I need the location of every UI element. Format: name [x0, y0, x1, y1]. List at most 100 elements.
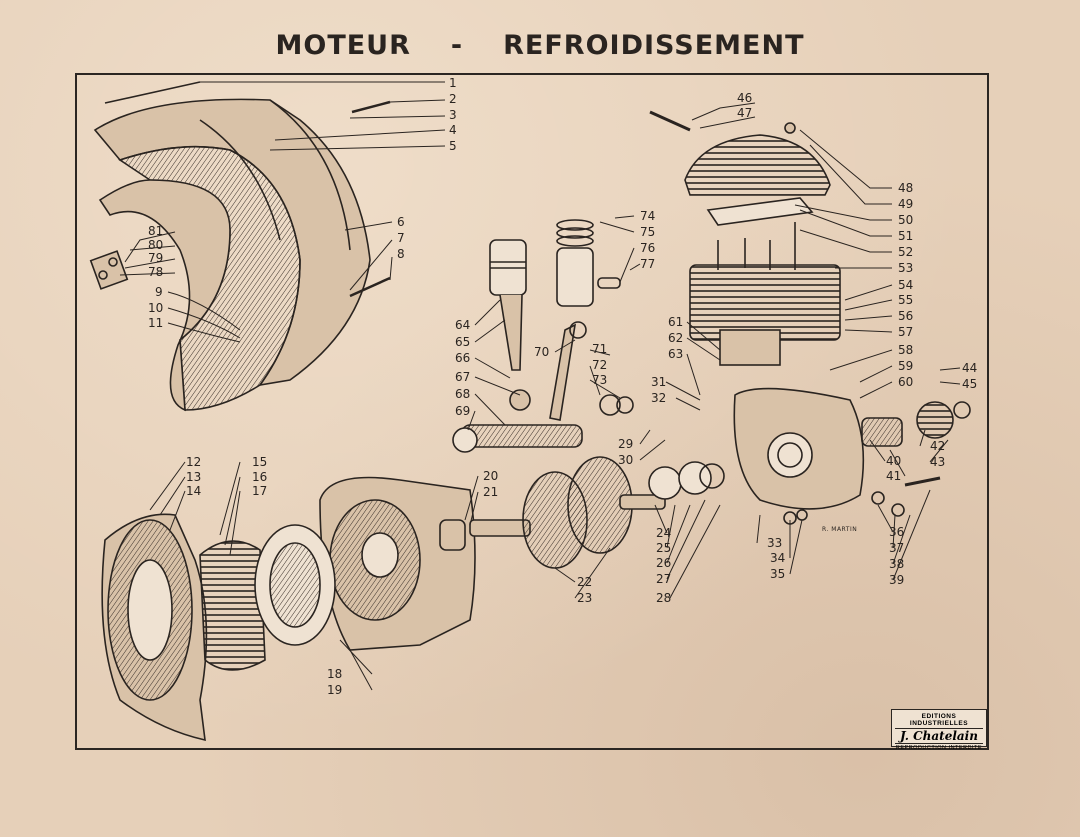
- callout-75: 75: [640, 225, 656, 239]
- callout-25: 25: [656, 541, 672, 555]
- callout-17: 17: [252, 484, 268, 498]
- callout-4: 4: [449, 123, 457, 137]
- callout-13: 13: [186, 470, 202, 484]
- callout-14: 14: [186, 484, 202, 498]
- callout-34: 34: [770, 551, 786, 565]
- callout-69: 69: [455, 404, 471, 418]
- callout-15: 15: [252, 455, 268, 469]
- callout-53: 53: [898, 261, 914, 275]
- callout-24: 24: [656, 526, 672, 540]
- callout-44: 44: [962, 361, 978, 375]
- callout-61: 61: [668, 315, 684, 329]
- callout-5: 5: [449, 139, 457, 153]
- callout-41: 41: [886, 469, 902, 483]
- bolt-8: [349, 276, 391, 298]
- callout-12: 12: [186, 455, 202, 469]
- callout-7: 7: [397, 231, 405, 245]
- callout-78: 78: [148, 265, 164, 279]
- seal-20-21: [439, 519, 466, 551]
- callout-42: 42: [930, 439, 946, 453]
- callout-22: 22: [577, 575, 593, 589]
- callout-32: 32: [651, 391, 667, 405]
- artist-signature: R. MARTIN: [822, 526, 858, 533]
- callout-26: 26: [656, 556, 672, 570]
- callout-6: 6: [397, 215, 405, 229]
- callout-27: 27: [656, 572, 672, 586]
- callout-33: 33: [767, 536, 783, 550]
- crankshaft: [469, 456, 725, 569]
- callout-73: 73: [592, 373, 608, 387]
- callout-71: 71: [592, 342, 608, 356]
- callout-54: 54: [898, 278, 914, 292]
- publisher-stamp: EDITIONS INDUSTRIELLES J. Chatelain REPR…: [891, 709, 987, 751]
- callout-60: 60: [898, 375, 914, 389]
- callout-18: 18: [327, 667, 343, 681]
- callout-37: 37: [889, 541, 905, 555]
- callout-30: 30: [618, 453, 634, 467]
- callout-70: 70: [534, 345, 550, 359]
- callout-43: 43: [930, 455, 946, 469]
- callout-63: 63: [668, 347, 684, 361]
- callout-62: 62: [668, 331, 684, 345]
- callout-16: 16: [252, 470, 268, 484]
- callout-40: 40: [886, 454, 902, 468]
- callout-48: 48: [898, 181, 914, 195]
- callout-19: 19: [327, 683, 343, 697]
- callout-9: 9: [155, 285, 163, 299]
- callout-39: 39: [889, 573, 905, 587]
- title-left: MOTEUR: [275, 30, 411, 61]
- callout-59: 59: [898, 359, 914, 373]
- callout-38: 38: [889, 557, 905, 571]
- callout-31: 31: [651, 375, 667, 389]
- callout-35: 35: [770, 567, 786, 581]
- callout-11: 11: [148, 316, 164, 330]
- callout-2: 2: [449, 92, 457, 106]
- bracket-78-81: [89, 250, 129, 290]
- callout-28: 28: [656, 591, 672, 605]
- stamp-line-name: J. Chatelain: [895, 728, 983, 744]
- callout-36: 36: [889, 525, 905, 539]
- cylinder-barrel: [689, 222, 841, 366]
- callout-58: 58: [898, 343, 914, 357]
- bolt-2: [351, 100, 391, 114]
- callout-79: 79: [148, 251, 164, 265]
- title-separator: -: [450, 30, 464, 61]
- callout-10: 10: [148, 301, 164, 315]
- stamp-line-rights: REPRODUCTION INTERDITE: [895, 745, 983, 751]
- callout-68: 68: [455, 387, 471, 401]
- callout-55: 55: [898, 293, 914, 307]
- callout-80: 80: [148, 238, 164, 252]
- callout-65: 65: [455, 335, 471, 349]
- callout-46: 46: [737, 91, 753, 105]
- callout-29: 29: [618, 437, 634, 451]
- callout-52: 52: [898, 245, 914, 259]
- callout-1: 1: [449, 76, 457, 90]
- callout-81: 81: [148, 224, 164, 238]
- callout-8: 8: [397, 247, 405, 261]
- crankcase-half-left: [319, 476, 476, 651]
- diagram-frame: [75, 73, 989, 750]
- flywheel-fan: [101, 513, 336, 742]
- callout-45: 45: [962, 377, 978, 391]
- callout-72: 72: [592, 358, 608, 372]
- callout-3: 3: [449, 108, 457, 122]
- callout-20: 20: [483, 469, 499, 483]
- cooling-shroud: [93, 98, 371, 412]
- callout-50: 50: [898, 213, 914, 227]
- callout-66: 66: [455, 351, 471, 365]
- title-right: REFROIDISSEMENT: [503, 30, 805, 61]
- callout-76: 76: [640, 241, 656, 255]
- callout-77: 77: [640, 257, 656, 271]
- bolt-1: [104, 81, 201, 104]
- callout-64: 64: [455, 318, 471, 332]
- callout-47: 47: [737, 106, 753, 120]
- crankcase-half-right: [733, 387, 971, 510]
- callout-56: 56: [898, 309, 914, 323]
- leader-lines: [119, 81, 961, 691]
- callout-67: 67: [455, 370, 471, 384]
- callout-57: 57: [898, 325, 914, 339]
- callout-21: 21: [483, 485, 499, 499]
- callout-49: 49: [898, 197, 914, 211]
- stamp-line-publisher: EDITIONS INDUSTRIELLES: [909, 713, 969, 727]
